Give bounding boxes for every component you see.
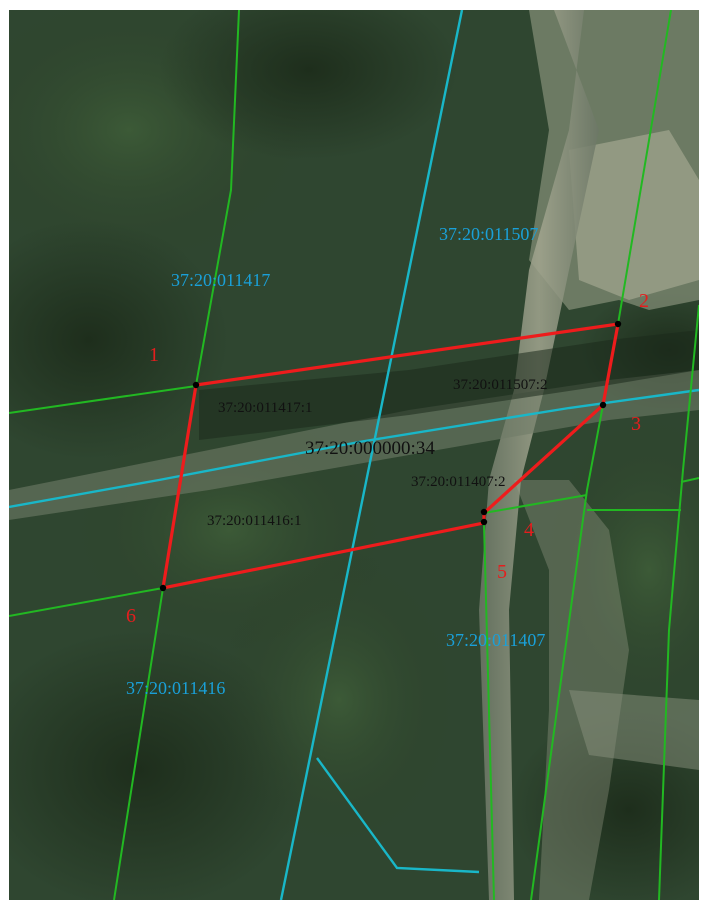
vertex-labels: 1 2 3 4 5 6 [126, 290, 649, 627]
block-label: 37:20:011507 [439, 224, 538, 244]
parcel-line [483, 523, 495, 900]
block-label: 37:20:011416 [126, 678, 225, 698]
vertex-label-4: 4 [524, 519, 534, 541]
satellite-imagery [9, 10, 699, 900]
parcel-label: 37:20:000000:34 [305, 438, 435, 459]
parcel-line [680, 477, 699, 483]
vertex-label-5: 5 [497, 561, 507, 583]
block-line [316, 757, 480, 874]
parcel-label: 37:20:011416:1 [207, 513, 301, 529]
vertex-points [159, 320, 622, 592]
satellite-map[interactable]: 37:20:011417 37:20:011507 37:20:011416 3… [9, 10, 699, 900]
parcel-label: 37:20:011417:1 [218, 400, 312, 416]
parcel-line [9, 587, 164, 617]
vertex-point-3[interactable] [599, 401, 607, 409]
parcel-line [9, 385, 197, 414]
block-labels: 37:20:011417 37:20:011507 37:20:011416 3… [126, 224, 545, 698]
vertex-point-2[interactable] [614, 320, 622, 328]
vertex-label-6: 6 [126, 605, 136, 627]
block-line [279, 10, 464, 900]
block-label: 37:20:011407 [446, 630, 545, 650]
vertex-point-5[interactable] [480, 518, 488, 526]
parcel-line [658, 304, 699, 900]
block-label: 37:20:011417 [171, 270, 270, 290]
parcel-label: 37:20:011407:2 [411, 474, 505, 490]
parcel-label: 37:20:011507:2 [453, 377, 547, 393]
block-boundaries [9, 10, 699, 900]
block-line [9, 388, 699, 509]
vertex-point-1[interactable] [192, 381, 200, 389]
parcel-labels: 37:20:011417:1 37:20:011507:2 37:20:0000… [207, 377, 547, 529]
vertex-label-1: 1 [149, 344, 159, 366]
parcel-line [483, 494, 588, 514]
vertex-point-6[interactable] [159, 584, 167, 592]
vertex-label-2: 2 [639, 290, 649, 312]
vertex-label-3: 3 [631, 413, 641, 435]
vertex-point-4[interactable] [480, 508, 488, 516]
